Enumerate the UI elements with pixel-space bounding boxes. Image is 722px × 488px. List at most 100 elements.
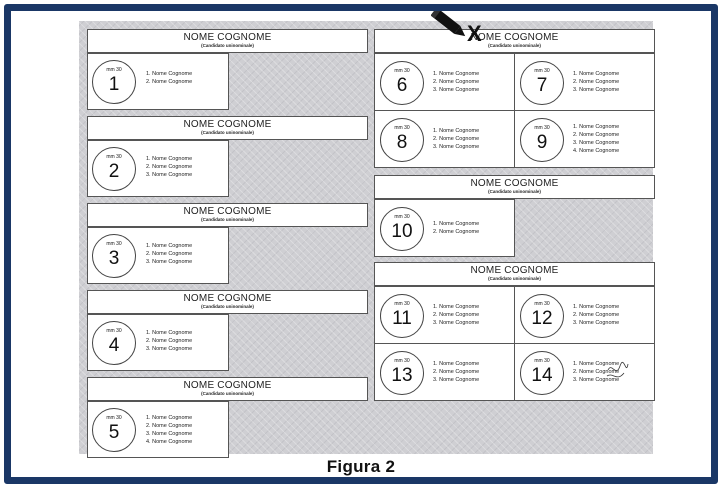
list-symbol: mm 30 4 [92,321,136,365]
list-symbol: mm 30 13 [380,351,424,395]
list-box[interactable]: mm 30 12 1. Nome Cognome 2. Nome Cognome… [514,286,655,344]
list-item: 3. Nome Cognome [433,320,480,326]
size-label: mm 30 [394,125,410,131]
list-symbol: mm 30 1 [92,60,136,104]
candidate-header: NOME COGNOME (Candidato uninominale) [87,377,368,401]
name-list: 1. Nome Cognome 2. Nome Cognome 3. Nome … [573,70,619,94]
list-symbol: mm 30 10 [380,207,424,251]
list-box[interactable]: mm 30 8 1. Nome Cognome 2. Nome Cognome … [374,110,515,168]
list-item: 2. Nome Cognome [573,79,620,85]
list-item: 2. Nome Cognome [573,369,620,375]
candidate-name: NOME COGNOME [470,32,559,43]
list-item: 1. Nome Cognome [573,304,620,310]
list-item: 2. Nome Cognome [146,338,193,344]
list-symbol: mm 30 14 [520,351,564,395]
list-box[interactable]: mm 30 2 1. Nome Cognome 2. Nome Cognome … [87,140,229,197]
list-symbol: mm 30 5 [92,408,136,452]
size-label: mm 30 [106,415,122,421]
name-list: 1. Nome Cognome 2. Nome Cognome 3. Nome … [146,329,192,353]
list-item: 2. Nome Cognome [146,164,193,170]
list-number: 3 [108,248,120,269]
list-number: 14 [531,365,553,386]
list-item: 1. Nome Cognome [433,128,480,134]
list-item: 2. Nome Cognome [433,229,480,235]
list-item: 3. Nome Cognome [573,320,620,326]
list-item: 3. Nome Cognome [433,87,480,93]
list-box[interactable]: mm 30 5 1. Nome Cognome 2. Nome Cognome … [87,401,229,458]
list-box[interactable]: mm 30 6 1. Nome Cognome 2. Nome Cognome … [374,53,515,111]
size-label: mm 30 [106,154,122,160]
list-box[interactable]: mm 30 9 1. Nome Cognome 2. Nome Cognome … [514,110,655,168]
list-box[interactable]: mm 30 1 1. Nome Cognome 2. Nome Cognome [87,53,229,110]
name-list: 1. Nome Cognome 2. Nome Cognome 3. Nome … [433,127,479,151]
list-item: 4. Nome Cognome [146,439,193,445]
x-mark-icon: X [467,21,482,45]
list-item: 4. Nome Cognome [573,148,620,154]
list-box[interactable]: mm 30 7 1. Nome Cognome 2. Nome Cognome … [514,53,655,111]
candidate-header: NOME COGNOME (Candidato uninominale) [87,290,368,314]
list-item: 3. Nome Cognome [433,144,480,150]
list-number: 7 [536,75,548,96]
list-item: 2. Nome Cognome [433,136,480,142]
candidate-subtitle: (Candidato uninominale) [201,304,254,309]
list-box[interactable]: mm 30 4 1. Nome Cognome 2. Nome Cognome … [87,314,229,371]
candidate-header: NOME COGNOME (Candidato uninominale) [374,29,655,53]
list-item: 3. Nome Cognome [146,259,193,265]
candidate-name: NOME COGNOME [183,119,272,130]
size-label: mm 30 [106,328,122,334]
name-list: 1. Nome Cognome 2. Nome Cognome 3. Nome … [573,303,619,327]
candidate-name: NOME COGNOME [470,265,559,276]
list-item: 1. Nome Cognome [573,361,620,367]
candidate-name: NOME COGNOME [183,380,272,391]
list-box[interactable]: mm 30 14 1. Nome Cognome 2. Nome Cognome… [514,343,655,401]
candidate-name: NOME COGNOME [183,206,272,217]
figure-caption: Figura 2 [326,457,396,476]
scribble-mark-icon [606,361,629,378]
list-number: 1 [108,74,120,95]
name-list: 1. Nome Cognome 2. Nome Cognome 3. Nome … [433,70,479,94]
list-box[interactable]: mm 30 3 1. Nome Cognome 2. Nome Cognome … [87,227,229,284]
size-label: mm 30 [534,125,550,131]
list-item: 3. Nome Cognome [146,172,193,178]
list-number: 9 [536,132,548,153]
list-item: 1. Nome Cognome [146,71,193,77]
candidate-subtitle: (Candidato uninominale) [488,276,541,281]
candidate-name: NOME COGNOME [470,178,559,189]
list-item: 2. Nome Cognome [146,423,193,429]
list-item: 1. Nome Cognome [433,71,480,77]
size-label: mm 30 [106,67,122,73]
name-list: 1. Nome Cognome 2. Nome Cognome 3. Nome … [146,155,192,179]
candidate-subtitle: (Candidato uninominale) [488,189,541,194]
list-number: 13 [391,365,413,386]
list-item: 2. Nome Cognome [573,132,620,138]
list-number: 10 [391,221,413,242]
list-item: 3. Nome Cognome [146,346,193,352]
list-number: 6 [396,75,408,96]
list-box[interactable]: mm 30 10 1. Nome Cognome 2. Nome Cognome [374,199,515,257]
size-label: mm 30 [394,68,410,74]
name-list: 1. Nome Cognome 2. Nome Cognome 3. Nome … [433,303,479,327]
list-item: 2. Nome Cognome [433,369,480,375]
candidate-header: NOME COGNOME (Candidato uninominale) [374,175,655,199]
list-item: 2. Nome Cognome [146,251,193,257]
candidate-header: NOME COGNOME (Candidato uninominale) [87,203,368,227]
candidate-header: NOME COGNOME (Candidato uninominale) [374,262,655,286]
list-symbol: mm 30 12 [520,294,564,338]
candidate-header: NOME COGNOME (Candidato uninominale) [87,116,368,140]
list-number: 12 [531,308,553,329]
list-box[interactable]: mm 30 11 1. Nome Cognome 2. Nome Cognome… [374,286,515,344]
list-item: 1. Nome Cognome [433,361,480,367]
list-item: 1. Nome Cognome [146,243,193,249]
figure-frame: NOME COGNOME (Candidato uninominale) mm … [4,4,718,484]
list-symbol: mm 30 8 [380,118,424,162]
list-symbol: mm 30 9 [520,118,564,162]
list-item: 3. Nome Cognome [573,87,620,93]
name-list: 1. Nome Cognome 2. Nome Cognome [433,220,479,236]
list-number: 5 [108,422,120,443]
list-item: 1. Nome Cognome [146,415,193,421]
list-box[interactable]: mm 30 13 1. Nome Cognome 2. Nome Cognome… [374,343,515,401]
size-label: mm 30 [534,358,550,364]
ballot-sheet: NOME COGNOME (Candidato uninominale) mm … [79,21,655,458]
list-symbol: mm 30 7 [520,61,564,105]
list-item: 1. Nome Cognome [573,124,620,130]
